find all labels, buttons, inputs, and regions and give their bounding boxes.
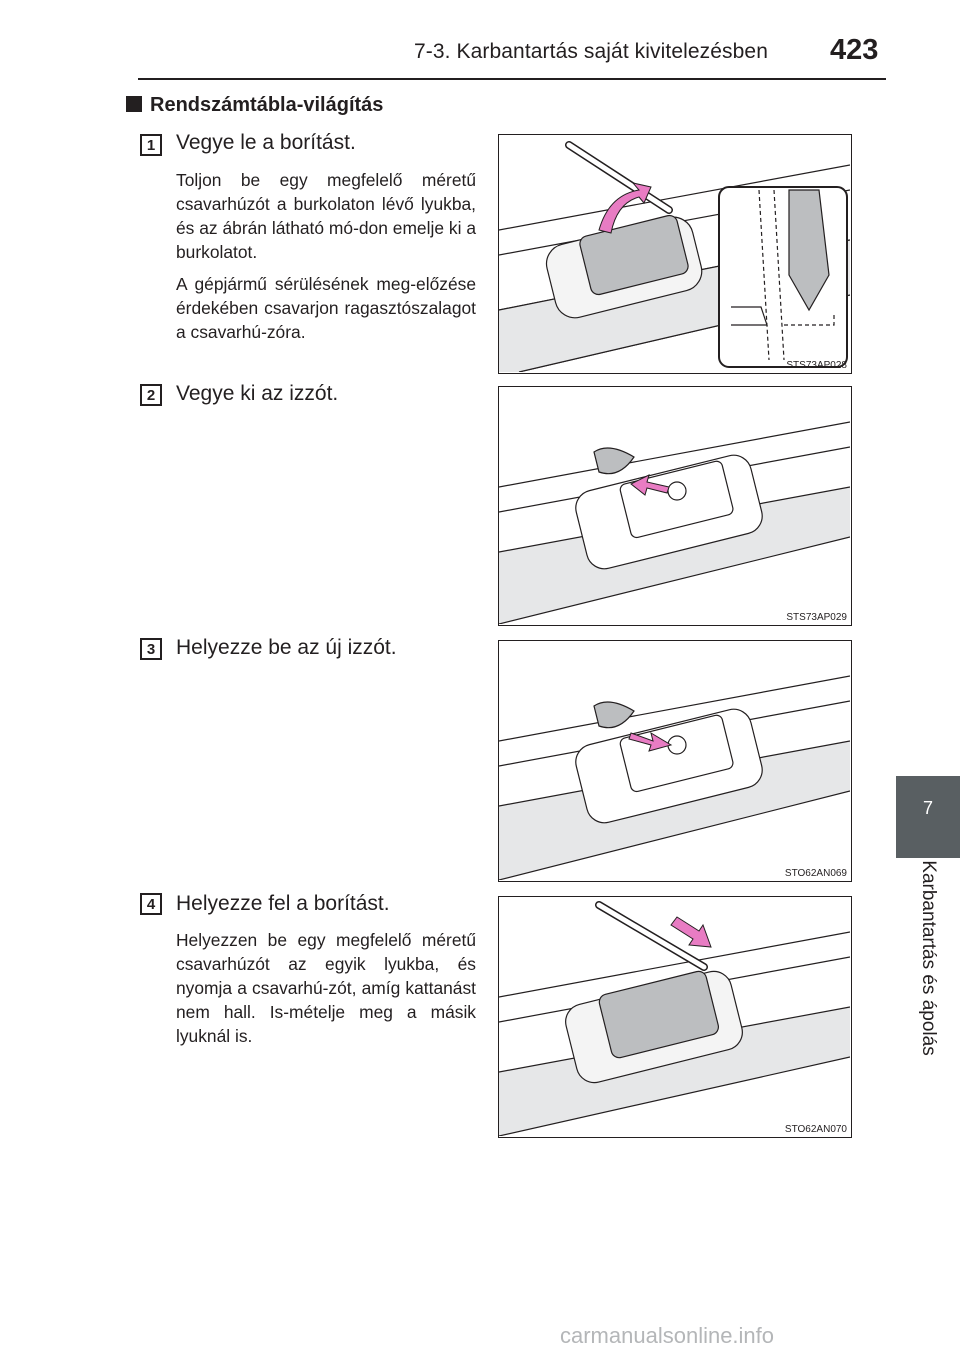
step-4-number: 4 [140, 893, 162, 915]
figure-step-1: STS73AP028 [498, 134, 852, 374]
step-4-title: Helyezze fel a borítást. [176, 892, 390, 915]
chapter-number: 7 [922, 798, 933, 818]
section-title-text: Rendszámtábla-világítás [150, 94, 384, 116]
figure-step-3: STO62AN069 [498, 640, 852, 882]
section-square-icon [126, 96, 142, 112]
header-rule [138, 78, 886, 80]
chapter-title: Karbantartás és ápolás [918, 860, 939, 1056]
section-title: Rendszámtábla-világítás [126, 94, 383, 117]
figure-code-4: STO62AN070 [784, 1124, 847, 1135]
step-3-number: 3 [140, 638, 162, 660]
step-1-paragraph-1: Toljon be egy megfelelő méretű csavarhúz… [176, 170, 476, 262]
chapter-tab: 7 [896, 776, 960, 858]
step-4-paragraph-1: Helyezzen be egy megfelelő méretű csavar… [176, 930, 476, 1046]
step-2-title: Vegye ki az izzót. [176, 382, 339, 405]
chapter-tab-label-area [896, 858, 960, 1078]
step-1-title: Vegye le a borítást. [176, 131, 356, 154]
step-1-paragraph-2: A gépjármű sérülésének meg-előzése érdek… [176, 274, 476, 342]
figure-code-3: STO62AN069 [784, 868, 847, 879]
figure-step-2: STS73AP029 [498, 386, 852, 626]
figure-code-2: STS73AP029 [786, 612, 847, 623]
figure-step-4: STO62AN070 [498, 896, 852, 1138]
step-3-title: Helyezze be az új izzót. [176, 636, 397, 659]
figure-code-1: STS73AP028 [786, 360, 847, 371]
watermark: carmanualsonline.info [560, 1323, 775, 1348]
step-2-number: 2 [140, 384, 162, 406]
header-title: 7-3. Karbantartás saját kivitelezésben [414, 40, 768, 63]
step-1-number: 1 [140, 134, 162, 156]
page-number: 423 [830, 34, 879, 66]
